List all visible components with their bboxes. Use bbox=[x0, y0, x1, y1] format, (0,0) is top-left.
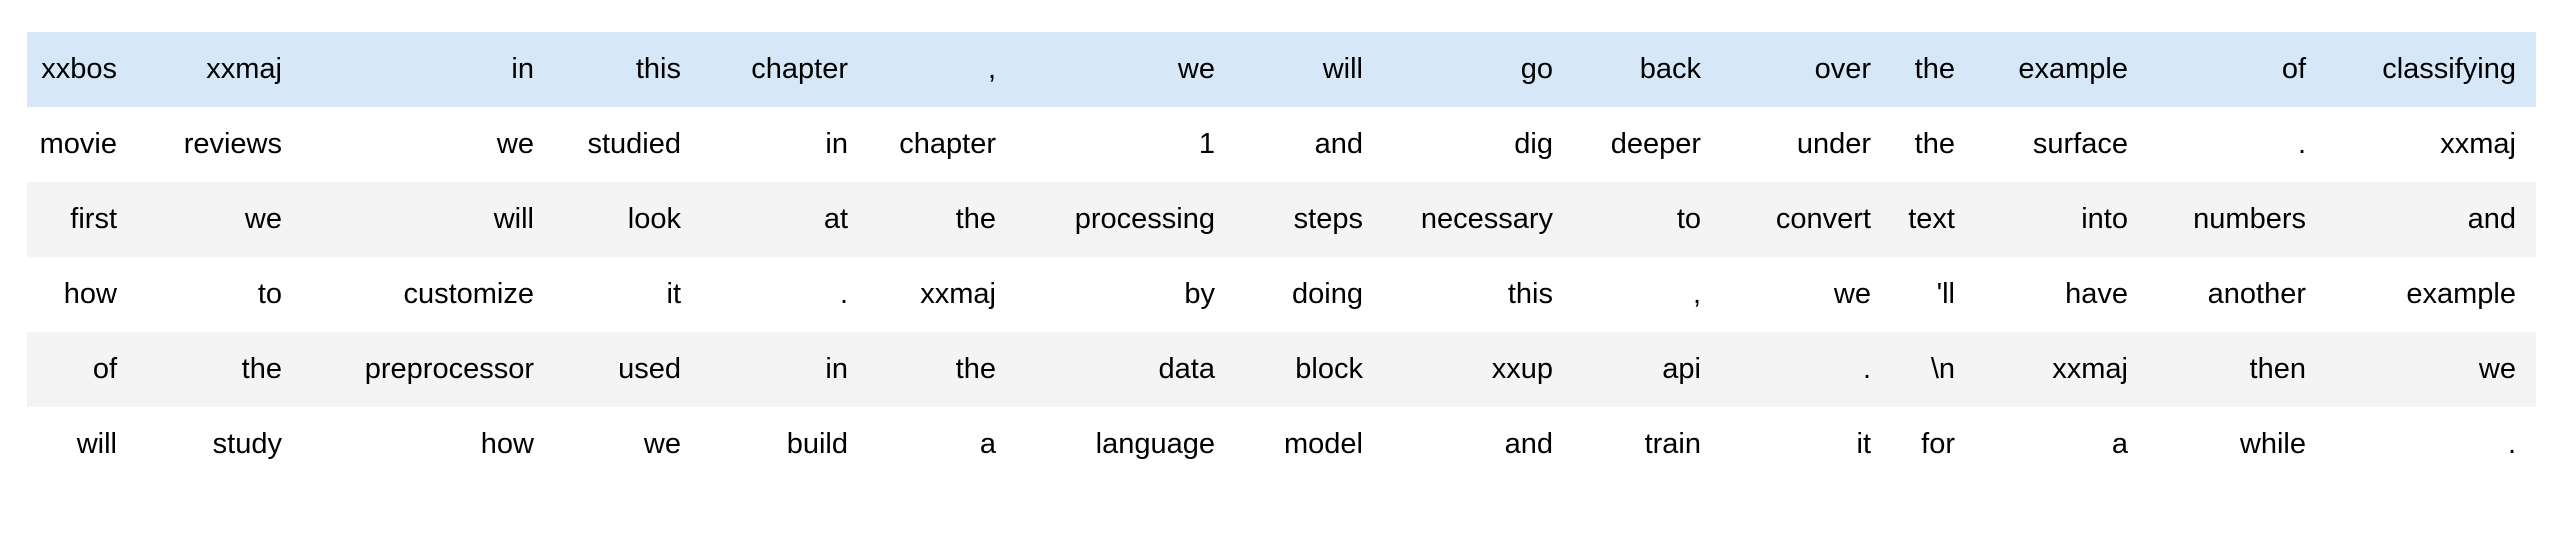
token-cell: first bbox=[70, 203, 117, 235]
token-cell: into bbox=[2081, 203, 2128, 235]
token-cell: and bbox=[2467, 203, 2516, 235]
token-cell: a bbox=[979, 428, 996, 460]
token-cell: this bbox=[635, 53, 681, 85]
token-table-container: xxbos xxmaj in this chapter, we will go back over… bbox=[27, 32, 2536, 482]
token-cell: this bbox=[1507, 278, 1553, 310]
token-cell: will bbox=[76, 428, 117, 460]
table-row: movie reviews we studied in chapter 1 and dig dee… bbox=[27, 107, 2536, 182]
token-cell: model bbox=[1284, 428, 1363, 460]
token-cell: the bbox=[1914, 128, 1955, 160]
token-cell: . bbox=[2507, 428, 2516, 460]
token-cell: convert bbox=[1775, 203, 1871, 235]
token-cell: processing bbox=[1074, 203, 1215, 235]
token-cell: . bbox=[839, 278, 848, 310]
token-cell: example bbox=[2406, 278, 2516, 310]
table-row: xxbos xxmaj in this chapter, we will go back over… bbox=[27, 32, 2536, 107]
token-cell: necessary bbox=[1420, 203, 1553, 235]
token-cell: how bbox=[480, 428, 534, 460]
token-cell: we bbox=[1177, 53, 1215, 85]
token-cell: we bbox=[1833, 278, 1871, 310]
token-cell: the bbox=[1914, 53, 1955, 85]
token-cell: studied bbox=[587, 128, 681, 160]
token-cell: look bbox=[627, 203, 681, 235]
token-cell: block bbox=[1295, 353, 1363, 385]
token-cell: and bbox=[1504, 428, 1553, 460]
token-cell: \n bbox=[1930, 353, 1955, 385]
token-cell: over bbox=[1814, 53, 1871, 85]
token-cell: , bbox=[1692, 278, 1701, 310]
token-cell: build bbox=[786, 428, 848, 460]
token-cell: we bbox=[2478, 353, 2516, 385]
token-cell: then bbox=[2249, 353, 2306, 385]
token-cell: in bbox=[825, 353, 848, 385]
token-cell: will bbox=[1322, 53, 1363, 85]
token-cell: dig bbox=[1514, 128, 1553, 160]
token-cell: it bbox=[1856, 428, 1872, 460]
token-cell: classifying bbox=[2382, 53, 2516, 85]
token-cell: chapter bbox=[751, 53, 848, 85]
token-table: xxbos xxmaj in this chapter, we will go back over… bbox=[27, 32, 2536, 482]
token-cell: xxup bbox=[1491, 353, 1553, 385]
token-cell: by bbox=[1184, 278, 1215, 310]
table-row: first we will look at the processing steps neces… bbox=[27, 182, 2536, 257]
token-cell: xxmaj bbox=[2052, 353, 2128, 385]
token-cell: xxmaj bbox=[206, 53, 282, 85]
token-cell: data bbox=[1158, 353, 1215, 385]
token-table-body: xxbos xxmaj in this chapter, we will go back over… bbox=[27, 32, 2536, 482]
token-cell: customize bbox=[403, 278, 534, 310]
token-cell: we bbox=[496, 128, 534, 160]
token-cell: the bbox=[955, 353, 996, 385]
token-cell: movie bbox=[39, 128, 117, 160]
token-cell: deeper bbox=[1610, 128, 1701, 160]
token-cell: of bbox=[2281, 53, 2306, 85]
token-cell: language bbox=[1095, 428, 1215, 460]
table-row: will study how we build a language model and trai… bbox=[27, 407, 2536, 482]
token-cell: of bbox=[92, 353, 117, 385]
token-cell: xxmaj bbox=[2440, 128, 2516, 160]
token-cell: we bbox=[244, 203, 282, 235]
token-cell: surface bbox=[2032, 128, 2128, 160]
token-cell: 1 bbox=[1198, 128, 1215, 160]
token-cell: another bbox=[2207, 278, 2306, 310]
token-cell: steps bbox=[1293, 203, 1363, 235]
token-cell: numbers bbox=[2193, 203, 2306, 235]
token-cell: while bbox=[2239, 428, 2306, 460]
table-row: of the preprocessor used in the data block xxup a… bbox=[27, 332, 2536, 407]
token-cell: at bbox=[823, 203, 848, 235]
token-cell: the bbox=[241, 353, 282, 385]
token-cell: a bbox=[2111, 428, 2128, 460]
token-cell: and bbox=[1314, 128, 1363, 160]
token-cell: how bbox=[63, 278, 117, 310]
token-cell: chapter bbox=[899, 128, 996, 160]
token-cell: under bbox=[1796, 128, 1871, 160]
token-cell: text bbox=[1908, 203, 1955, 235]
table-row: how to customize it. xxmaj by doing this, we 'll h… bbox=[27, 257, 2536, 332]
token-cell: to bbox=[257, 278, 282, 310]
token-cell: doing bbox=[1292, 278, 1363, 310]
token-cell: we bbox=[643, 428, 681, 460]
token-cell: , bbox=[987, 53, 996, 85]
token-cell: example bbox=[2018, 53, 2128, 85]
token-cell: 'll bbox=[1936, 278, 1955, 310]
token-cell: xxbos bbox=[41, 53, 117, 85]
token-cell: back bbox=[1639, 53, 1701, 85]
token-cell: reviews bbox=[183, 128, 282, 160]
token-cell: have bbox=[2065, 278, 2128, 310]
token-cell: in bbox=[511, 53, 534, 85]
token-cell: used bbox=[618, 353, 681, 385]
token-cell: go bbox=[1520, 53, 1553, 85]
token-cell: . bbox=[1862, 353, 1871, 385]
token-cell: will bbox=[493, 203, 534, 235]
token-cell: in bbox=[825, 128, 848, 160]
token-cell: for bbox=[1921, 428, 1955, 460]
token-cell: api bbox=[1662, 353, 1701, 385]
token-cell: train bbox=[1644, 428, 1701, 460]
token-cell: the bbox=[955, 203, 996, 235]
token-cell: xxmaj bbox=[920, 278, 996, 310]
token-cell: it bbox=[666, 278, 682, 310]
token-cell: . bbox=[2297, 128, 2306, 160]
token-cell: preprocessor bbox=[364, 353, 534, 385]
token-cell: to bbox=[1676, 203, 1701, 235]
token-cell: study bbox=[212, 428, 282, 460]
